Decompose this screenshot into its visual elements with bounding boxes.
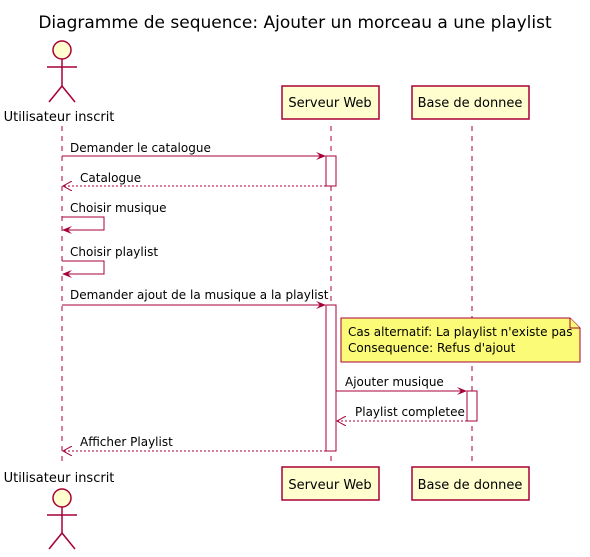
actor-icon bbox=[47, 40, 77, 103]
diagram-title: Diagramme de sequence: Ajouter un morcea… bbox=[38, 13, 552, 33]
self-message-arrow bbox=[62, 216, 105, 234]
message-label: Afficher Playlist bbox=[80, 435, 173, 449]
message-label: Choisir musique bbox=[70, 201, 166, 215]
participant-db-bottom: Base de donnee bbox=[411, 466, 530, 501]
svg-text:Base de donnee: Base de donnee bbox=[418, 478, 523, 493]
participant-web-top: Serveur Web bbox=[281, 85, 380, 120]
participant-user-label-top: Utilisateur inscrit bbox=[4, 110, 115, 125]
message-label: Demander le catalogue bbox=[70, 141, 211, 155]
message-label: Choisir playlist bbox=[70, 245, 158, 259]
activation-db-1 bbox=[466, 390, 478, 422]
svg-text:Base de donnee: Base de donnee bbox=[418, 96, 523, 111]
alternative-note: Cas alternatif: La playlist n'existe pas… bbox=[340, 317, 581, 363]
note-line-1: Cas alternatif: La playlist n'existe pas bbox=[348, 325, 573, 339]
participant-web-bottom: Serveur Web bbox=[281, 466, 380, 501]
note-line-2: Consequence: Refus d'ajout bbox=[348, 341, 516, 355]
svg-text:Serveur Web: Serveur Web bbox=[288, 96, 371, 111]
message-label: Demander ajout de la musique a la playli… bbox=[70, 288, 329, 302]
participant-user-label-bottom: Utilisateur inscrit bbox=[4, 471, 115, 486]
activation-web-2 bbox=[325, 304, 337, 452]
self-message-arrow bbox=[62, 260, 105, 278]
message-label: Playlist completee bbox=[355, 405, 465, 419]
message-label: Catalogue bbox=[80, 171, 141, 185]
activation-web-1 bbox=[325, 155, 337, 187]
actor-icon bbox=[47, 488, 77, 550]
participant-db-top: Base de donnee bbox=[411, 85, 530, 120]
svg-text:Serveur Web: Serveur Web bbox=[288, 478, 371, 493]
message-label: Ajouter musique bbox=[345, 375, 444, 389]
